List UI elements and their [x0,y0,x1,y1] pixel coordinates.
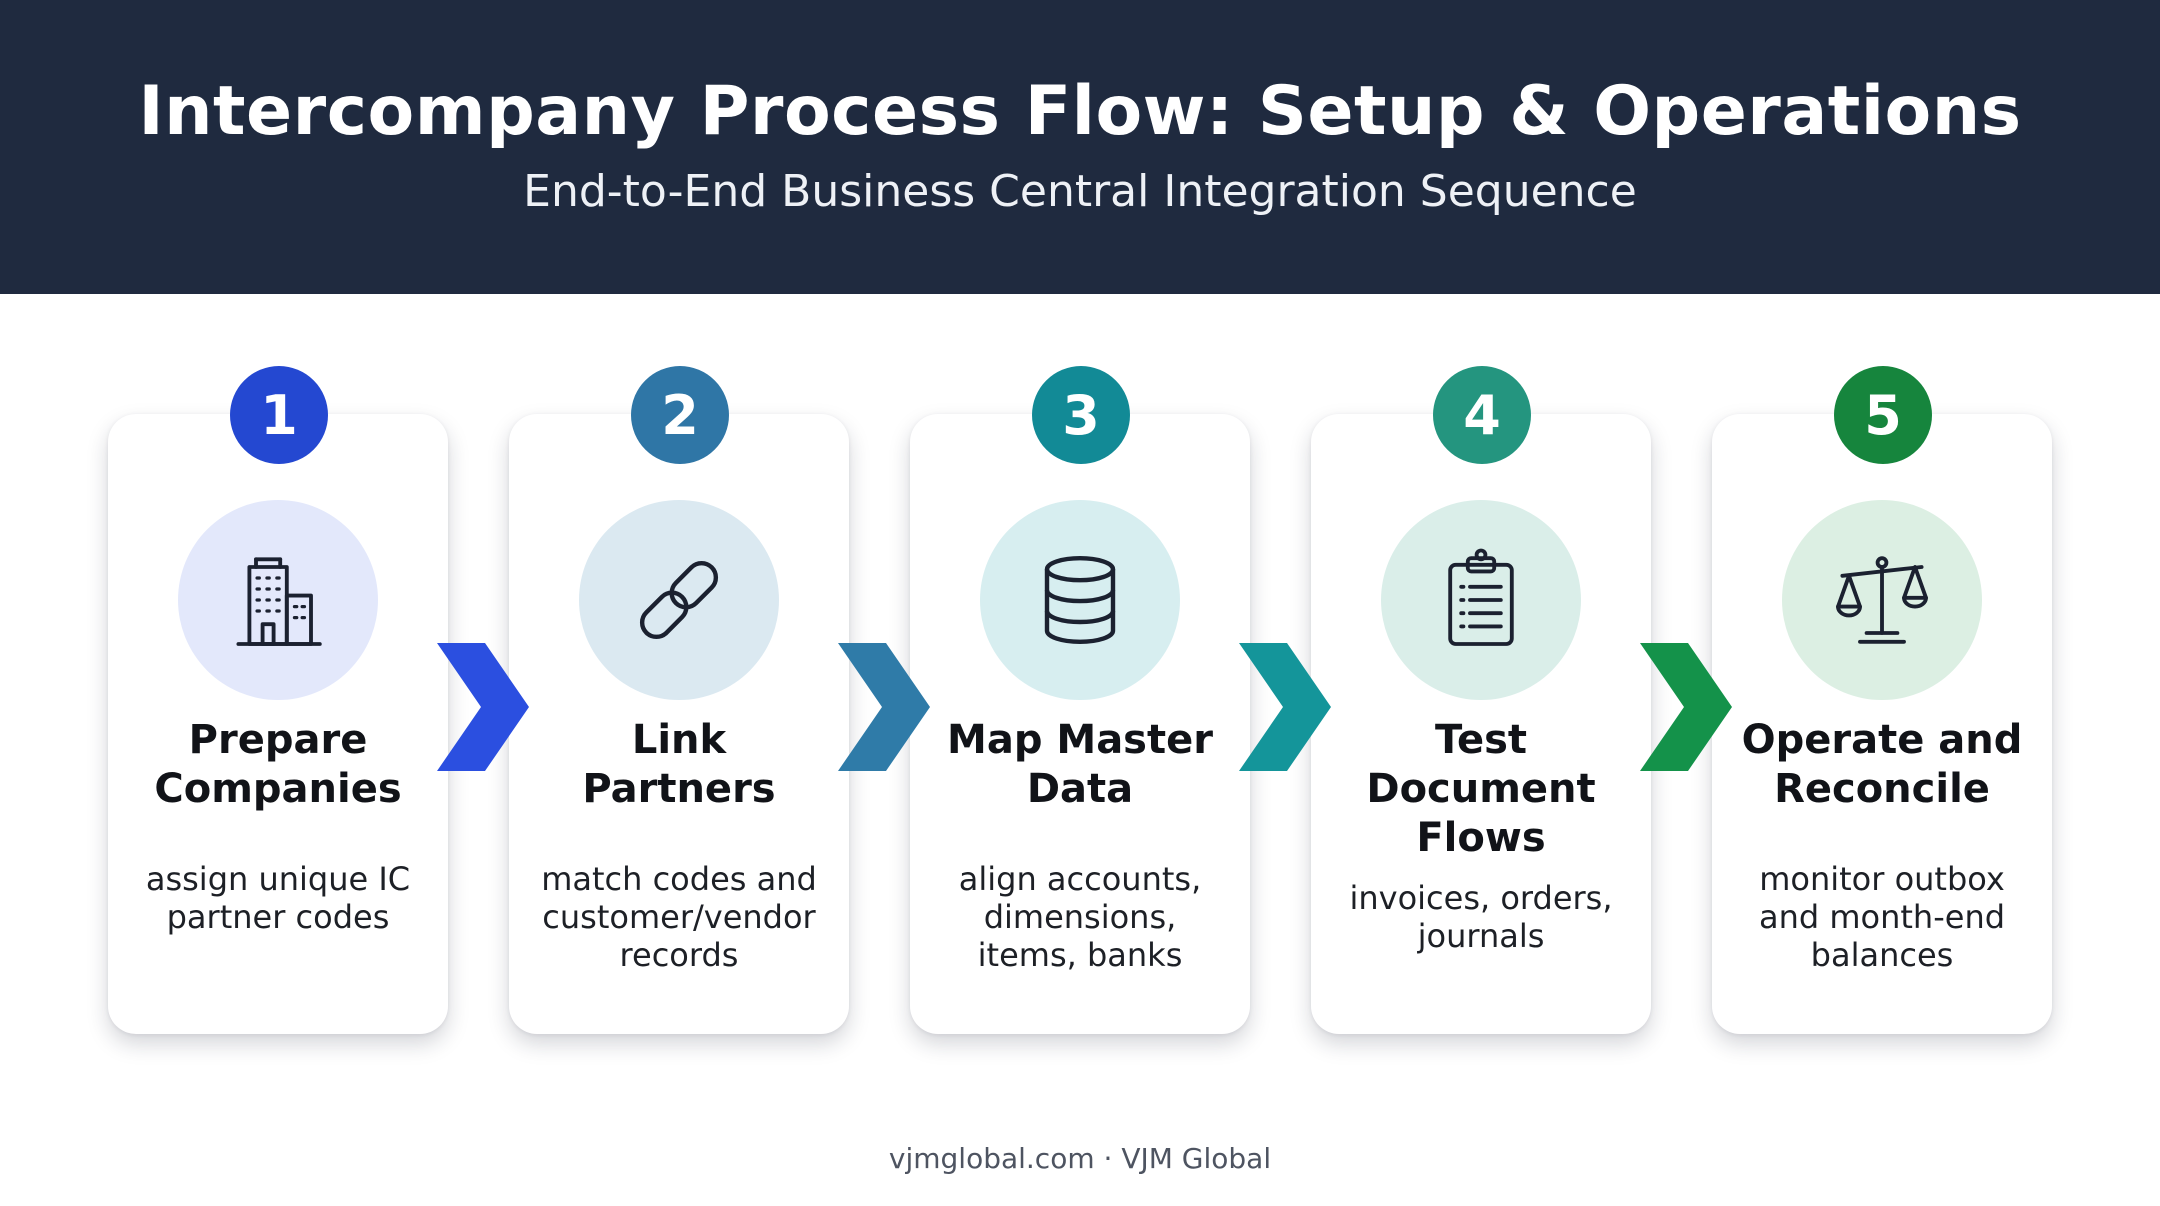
step-5-card: Operate and Reconcile monitor outbox and… [1712,414,2052,1034]
step-3-title: Map Master Data [947,717,1213,812]
flow-arrow-3-4 [1239,643,1331,771]
step-2-card: Link Partners match codes and customer/v… [509,414,849,1034]
step-5-title: Operate and Reconcile [1741,717,2023,812]
step-3-card: Map Master Data align accounts, dimensio… [910,414,1250,1034]
scales-icon [1836,556,1928,644]
step-4-title: Test Document Flows [1366,717,1596,861]
flow-arrow-4-5 [1640,643,1732,771]
step-5-icon-circle [1782,500,1982,700]
step-3-description: align accounts, dimensions, items, banks [958,860,1202,974]
step-3-number-badge: 3 [1032,366,1130,464]
step-2-title: Link Partners [582,717,776,812]
step-5-number-badge: 5 [1834,366,1932,464]
clipboard-icon [1448,548,1514,646]
step-4-description: invoices, orders, journals [1349,879,1613,955]
step-4-card: Test Document Flows invoices, orders, jo… [1311,414,1651,1034]
step-4-icon-circle [1381,500,1581,700]
step-1-description: assign unique IC partner codes [145,860,411,936]
step-2-description: match codes and customer/vendor records [541,860,817,974]
step-2-number-badge: 2 [631,366,729,464]
step-1-card: Prepare Companies assign unique IC partn… [108,414,448,1034]
link-icon [639,560,719,640]
step-1-title: Prepare Companies [154,717,402,812]
page-subtitle: End-to-End Business Central Integration … [523,166,1637,217]
building-icon [236,557,322,646]
footer-source: vjmglobal.com · VJM Global [888,1142,1272,1175]
database-icon [1044,556,1116,644]
step-5-description: monitor outbox and month-end balances [1758,860,2006,974]
step-4-number-badge: 4 [1433,366,1531,464]
flow-arrow-2-3 [838,643,930,771]
page-title: Intercompany Process Flow: Setup & Opera… [138,72,2022,151]
step-1-icon-circle [178,500,378,700]
flow-arrow-1-2 [437,643,529,771]
step-2-icon-circle [579,500,779,700]
step-1-number-badge: 1 [230,366,328,464]
header-banner: Intercompany Process Flow: Setup & Opera… [0,0,2160,294]
step-3-icon-circle [980,500,1180,700]
